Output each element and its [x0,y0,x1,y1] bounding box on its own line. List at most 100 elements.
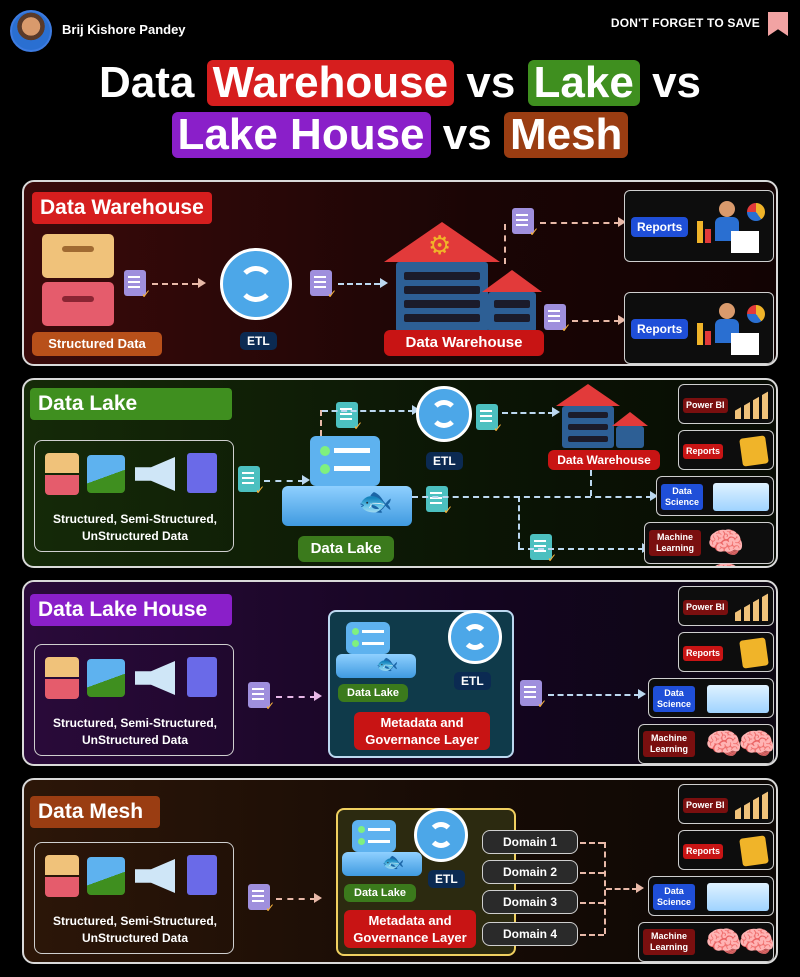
warehouse-label: Data Warehouse [548,450,660,470]
governance-layer-label: Metadata and Governance Layer [344,910,476,948]
panel-title: Data Mesh [30,796,160,828]
output-card-data-science: Data Science [656,476,774,516]
report-icon [739,637,769,669]
output-card-machine-learning: Machine Learning 🧠🧠 [638,724,776,764]
dashboard-icon [707,883,769,911]
document-icon [248,884,275,915]
reports-badge: Reports [631,217,689,237]
megaphone-icon [135,457,175,491]
lakehouse-container: 🐟 Data Lake ETL Metadata and Governance … [328,610,514,758]
flow-arrow [152,283,198,285]
source-icons [45,453,225,497]
output-tag: Data Science [653,884,695,910]
data-lake-icon: 🐟 [282,436,412,528]
etl-icon [220,248,292,320]
output-card-reports: Reports [624,292,774,364]
fish-icon: 🐟 [376,654,399,674]
data-lake-icon: 🐟 [342,820,424,880]
cabinet-icon [45,657,79,699]
etl-icon [416,386,472,442]
governance-line: Governance Layer [353,930,467,945]
domain-2: Domain 2 [482,860,578,884]
save-reminder: DON'T FORGET TO SAVE [610,16,760,30]
document-search-icon [187,657,217,697]
output-card-machine-learning: Machine Learning 🧠🧠 [644,522,774,566]
source-box: Structured, Semi-Structured, UnStructure… [34,440,234,552]
arrow-head [638,689,646,699]
fish-icon: 🐟 [358,486,393,517]
arrow-head [314,691,322,701]
source-label-line: Structured, Semi-Structured, [52,716,218,730]
megaphone-icon [135,661,175,695]
source-label: Structured, Semi-Structured, UnStructure… [35,913,235,947]
flow-line [320,410,322,436]
author-avatar [10,10,52,52]
flow-line [604,842,606,934]
output-tag: Power BI [683,398,728,413]
etl-label: ETL [454,672,491,690]
report-icon [739,435,769,467]
output-card-reports: Reports [678,830,774,870]
store-label: Data Warehouse [384,330,544,356]
page-title-line-2: Lake House vs Mesh [0,110,800,160]
panel-data-mesh: Data Mesh Structured, Semi-Structured, U… [22,778,778,964]
flow-line [580,872,604,874]
dashboard-icon [707,685,769,713]
source-box: Structured, Semi-Structured, UnStructure… [34,644,234,756]
governance-line: Metadata and [380,715,464,730]
output-tag: Machine Learning [643,929,695,955]
arrow-head [380,278,388,288]
image-icon [87,455,125,493]
source-label: Structured Data [32,332,162,356]
source-icons [45,855,225,899]
document-icon [336,402,363,433]
source-label-line: Structured, Semi-Structured, [52,512,218,526]
bookmark-icon[interactable] [768,12,788,36]
presenter-icon [697,303,767,355]
source-label: Structured, Semi-Structured, UnStructure… [35,511,235,545]
source-label-line: Structured, Semi-Structured, [52,914,218,928]
gear-icon: ⚙ [428,230,452,260]
output-card-data-science: Data Science [648,876,774,916]
output-card-power-bi: Power BI [678,784,774,824]
warehouse-icon [556,384,648,448]
fish-icon: 🐟 [382,852,405,872]
output-tag: Machine Learning [649,530,701,556]
output-tag: Power BI [683,600,728,615]
title-word: vs [652,58,702,107]
flow-line [504,224,506,264]
output-tag: Data Science [653,686,695,712]
page-title-line-1: Data Warehouse vs Lake vs [0,58,800,108]
governance-line: Metadata and [368,913,452,928]
output-tag: Reports [683,646,724,661]
store-label: Data Lake [298,536,394,562]
document-icon [426,486,453,517]
output-tag: Power BI [683,798,728,813]
title-word: vs [466,58,516,107]
document-icon [512,208,539,239]
source-label-line: UnStructured Data [81,529,188,543]
output-card-data-science: Data Science [648,678,774,718]
output-card-machine-learning: Machine Learning 🧠🧠 [638,922,776,962]
dashboard-icon [713,483,769,511]
etl-icon [448,610,502,664]
domain-1: Domain 1 [482,830,578,854]
document-icon [238,466,265,497]
power-bi-icon [735,593,769,621]
flow-line [580,842,604,844]
reports-badge: Reports [631,319,689,339]
output-tag: Machine Learning [643,731,695,757]
document-search-icon [187,453,217,493]
panel-title: Data Lake House [30,594,232,626]
document-icon [124,270,151,301]
document-icon [476,404,503,435]
source-label: Structured, Semi-Structured, UnStructure… [35,715,235,749]
image-icon [87,857,125,895]
title-word: vs [442,110,492,159]
document-icon [248,682,275,713]
flow-arrow [412,496,652,498]
store-label: Data Lake [344,884,416,902]
arrow-head [636,883,644,893]
panel-title: Data Warehouse [32,192,212,224]
flow-arrow [264,480,304,482]
